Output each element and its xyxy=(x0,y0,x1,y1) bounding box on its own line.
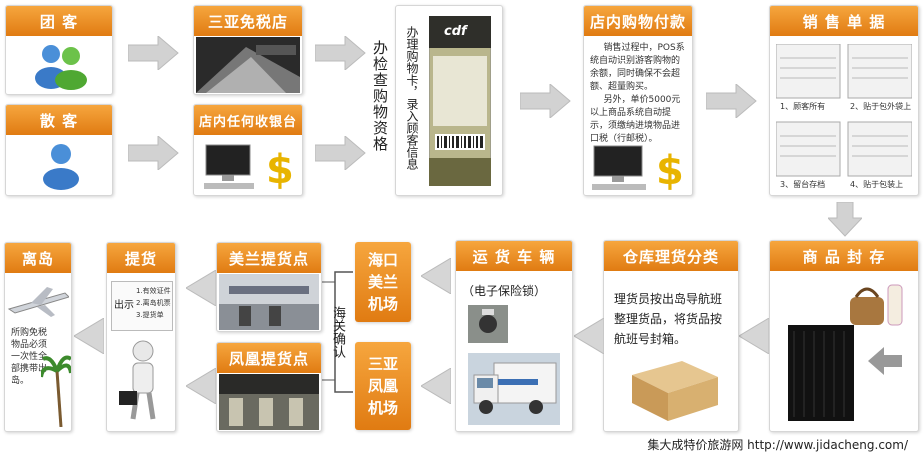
footer-credit: 集大成特价旅游网 http://www.jidacheng.com/ xyxy=(647,438,908,452)
warehouse-note: 理货员按出岛导航班整理货品，将货品按航班号封箱。 xyxy=(614,292,723,346)
sanya-dfs-title: 三亚免税店 xyxy=(194,6,302,36)
individual-tourist-title: 散 客 xyxy=(6,105,112,135)
computer-dollar-icon: $ xyxy=(204,144,294,191)
box-image xyxy=(632,361,718,421)
person-icon xyxy=(43,144,79,190)
airport-counter-photo xyxy=(219,274,319,330)
sales-receipt-card: 销 售 单 据 1、顾客所有 2、贴于包外袋上 3、留台存档 4、贴于包装上 xyxy=(769,5,919,196)
receipt-forms-image xyxy=(776,44,912,177)
sales-receipt-title: 销 售 单 据 xyxy=(770,6,918,36)
sanya-dfs-card: 三亚免税店 xyxy=(193,5,303,95)
receipt-label-4: 4、贴于包装上 xyxy=(850,180,904,189)
computer-dollar-icon: $ xyxy=(592,145,684,192)
in-store-payment-card: 店内购物付款 销售过程中，POS系统自动识别游客购物的余额，同时确保不会超额、超… xyxy=(583,5,693,196)
sanya-fenghuang-airport: 三亚凤凰机场 xyxy=(355,342,411,430)
goods-sealing-card: 商 品 封 存 xyxy=(769,240,919,432)
pickup-item-1: 1.有效证件 xyxy=(136,287,171,295)
meilan-pickup-card: 美兰提货点 xyxy=(216,242,322,332)
pickup-item-2: 2.离岛机票 xyxy=(136,299,171,307)
card-note-text: 办理购物卡，录入顾客信息 xyxy=(405,26,419,170)
checkout-counter-title: 店内任何收银台 xyxy=(194,105,302,135)
receipt-label-2: 2、贴于包外袋上 xyxy=(850,102,912,111)
arrow-right-icon xyxy=(706,84,757,118)
fenghuang-pickup-card: 凤凰提货点 xyxy=(216,342,322,432)
card-brand-label: cdf xyxy=(444,24,467,39)
meilan-pickup-title: 美兰提货点 xyxy=(217,243,321,273)
airplane-icon xyxy=(7,287,69,317)
arrow-left-icon xyxy=(421,368,451,404)
figure-with-bag-icon xyxy=(119,340,156,420)
arrow-left-icon xyxy=(574,318,604,354)
pickup-title: 提货 xyxy=(107,243,175,273)
in-store-payment-title: 店内购物付款 xyxy=(584,6,692,36)
electronic-lock-image xyxy=(468,305,508,343)
shopping-card-image xyxy=(429,16,491,186)
verify-eligibility-text: 办检查购物资格 xyxy=(371,40,389,152)
customs-confirm-text: 海关确认 xyxy=(330,306,345,358)
truck-image xyxy=(468,353,560,425)
svg-text:$: $ xyxy=(266,147,294,191)
arrow-left-icon xyxy=(739,318,769,354)
sealed-bag-image xyxy=(788,284,903,421)
arrow-left-icon xyxy=(186,270,216,306)
goods-sealing-title: 商 品 封 存 xyxy=(770,241,918,271)
group-tourist-title: 团 客 xyxy=(6,6,112,36)
payment-note-1: 销售过程中，POS系统自动识别游客购物的余额，同时确保不会超额、超量购买。 xyxy=(590,43,685,92)
fenghuang-pickup-title: 凤凰提货点 xyxy=(217,343,321,373)
arrow-right-icon xyxy=(520,84,571,118)
arrow-right-icon xyxy=(315,36,366,70)
airport-hall-photo xyxy=(219,374,319,430)
pickup-sign-label: 出示 xyxy=(114,300,134,311)
warehouse-sorting-card: 仓库理货分类 理货员按出岛导航班整理货品，将货品按航班号封箱。 xyxy=(603,240,739,432)
pickup-card: 提货 出示 1.有效证件 2.离岛机票 3.提货单 xyxy=(106,242,176,432)
leave-island-note: 所购免税物品必须一次性全部携带出岛。 xyxy=(11,328,48,386)
arrow-left-icon xyxy=(186,368,216,404)
leave-island-title: 离岛 xyxy=(5,243,71,273)
warehouse-sorting-title: 仓库理货分类 xyxy=(604,241,738,271)
transport-vehicle-title: 运 货 车 辆 xyxy=(456,241,572,271)
pickup-item-3: 3.提货单 xyxy=(136,311,164,319)
group-people-icon xyxy=(35,45,87,90)
arrow-right-icon xyxy=(128,136,179,170)
transport-vehicle-card: 运 货 车 辆 （电子保险锁） xyxy=(455,240,573,432)
payment-note-2: 另外，单价5000元以上商品系统自动提示，须缴纳进境物品进口税（行邮税）。 xyxy=(590,95,681,144)
arrow-left-icon xyxy=(421,258,451,294)
store-photo xyxy=(196,37,300,93)
leave-island-card: 离岛 所购免税物品必须一次性全部携带出岛。 xyxy=(4,242,72,432)
shopping-card-panel: 办理购物卡，录入顾客信息 cdf xyxy=(395,5,503,196)
arrow-right-icon xyxy=(315,136,366,170)
receipt-label-3: 3、留台存档 xyxy=(780,180,826,189)
arrow-down-icon xyxy=(828,202,862,237)
vehicle-note: （电子保险锁） xyxy=(462,284,547,298)
group-tourist-card: 团 客 xyxy=(5,5,113,95)
checkout-counter-card: 店内任何收银台 $ xyxy=(193,104,303,196)
palm-tree-icon xyxy=(41,355,71,427)
haikou-meilan-airport: 海口美兰机场 xyxy=(355,242,411,322)
individual-tourist-card: 散 客 xyxy=(5,104,113,196)
arrow-left-icon xyxy=(74,318,104,354)
arrow-right-icon xyxy=(128,36,179,70)
svg-text:$: $ xyxy=(656,148,684,192)
receipt-label-1: 1、顾客所有 xyxy=(780,102,826,111)
